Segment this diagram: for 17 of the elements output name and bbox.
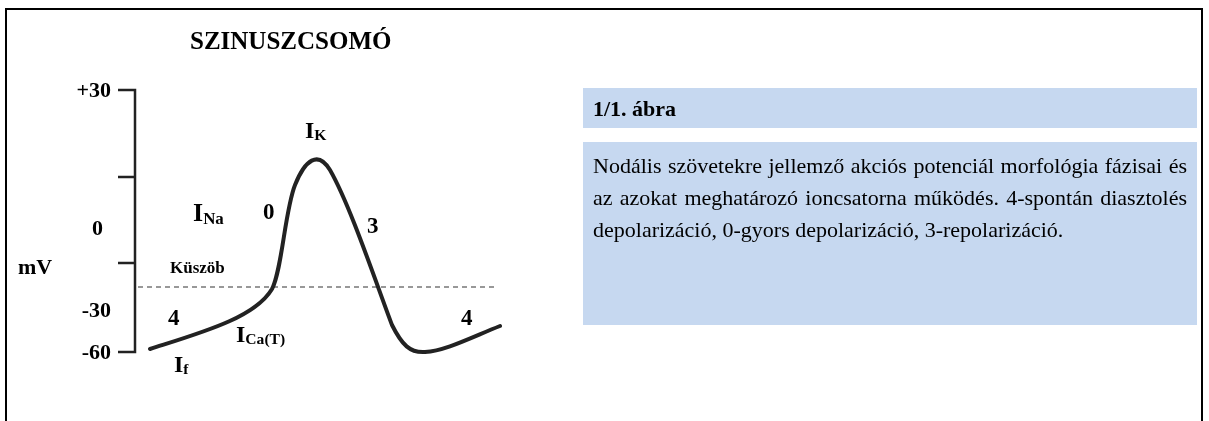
figure-heading: 1/1. ábra — [583, 88, 1197, 128]
phase-number: 4 — [461, 306, 473, 329]
caption-text: Nodális szövetekre jellemző akciós potenciál morfológia fázisai és az azokat meghatározó ioncsatorna működés. 4-spontán diasztolés depolarizáció, 0-gyors depolarizáció, 3-repolarizáció. — [583, 142, 1197, 325]
chart-title: SZINUSZCSOMÓ — [190, 28, 392, 53]
threshold-label: Küszöb — [170, 259, 225, 276]
phase-number: 3 — [367, 214, 379, 237]
tick-label: 0 — [92, 217, 103, 239]
phase-number: 0 — [263, 200, 275, 223]
tick-label: +30 — [76, 79, 111, 101]
current-label: I$_{Na}$ — [193, 200, 224, 228]
tick-label: -30 — [81, 299, 111, 321]
current-label: I$_{Ca(T)}$ — [236, 322, 286, 347]
current-label: I$_{f}$ — [174, 352, 189, 377]
axis-label: mV — [18, 256, 53, 278]
current-label: I$_{K}$ — [305, 118, 327, 143]
tick-label: -60 — [81, 341, 111, 363]
phase-number: 4 — [168, 306, 180, 329]
